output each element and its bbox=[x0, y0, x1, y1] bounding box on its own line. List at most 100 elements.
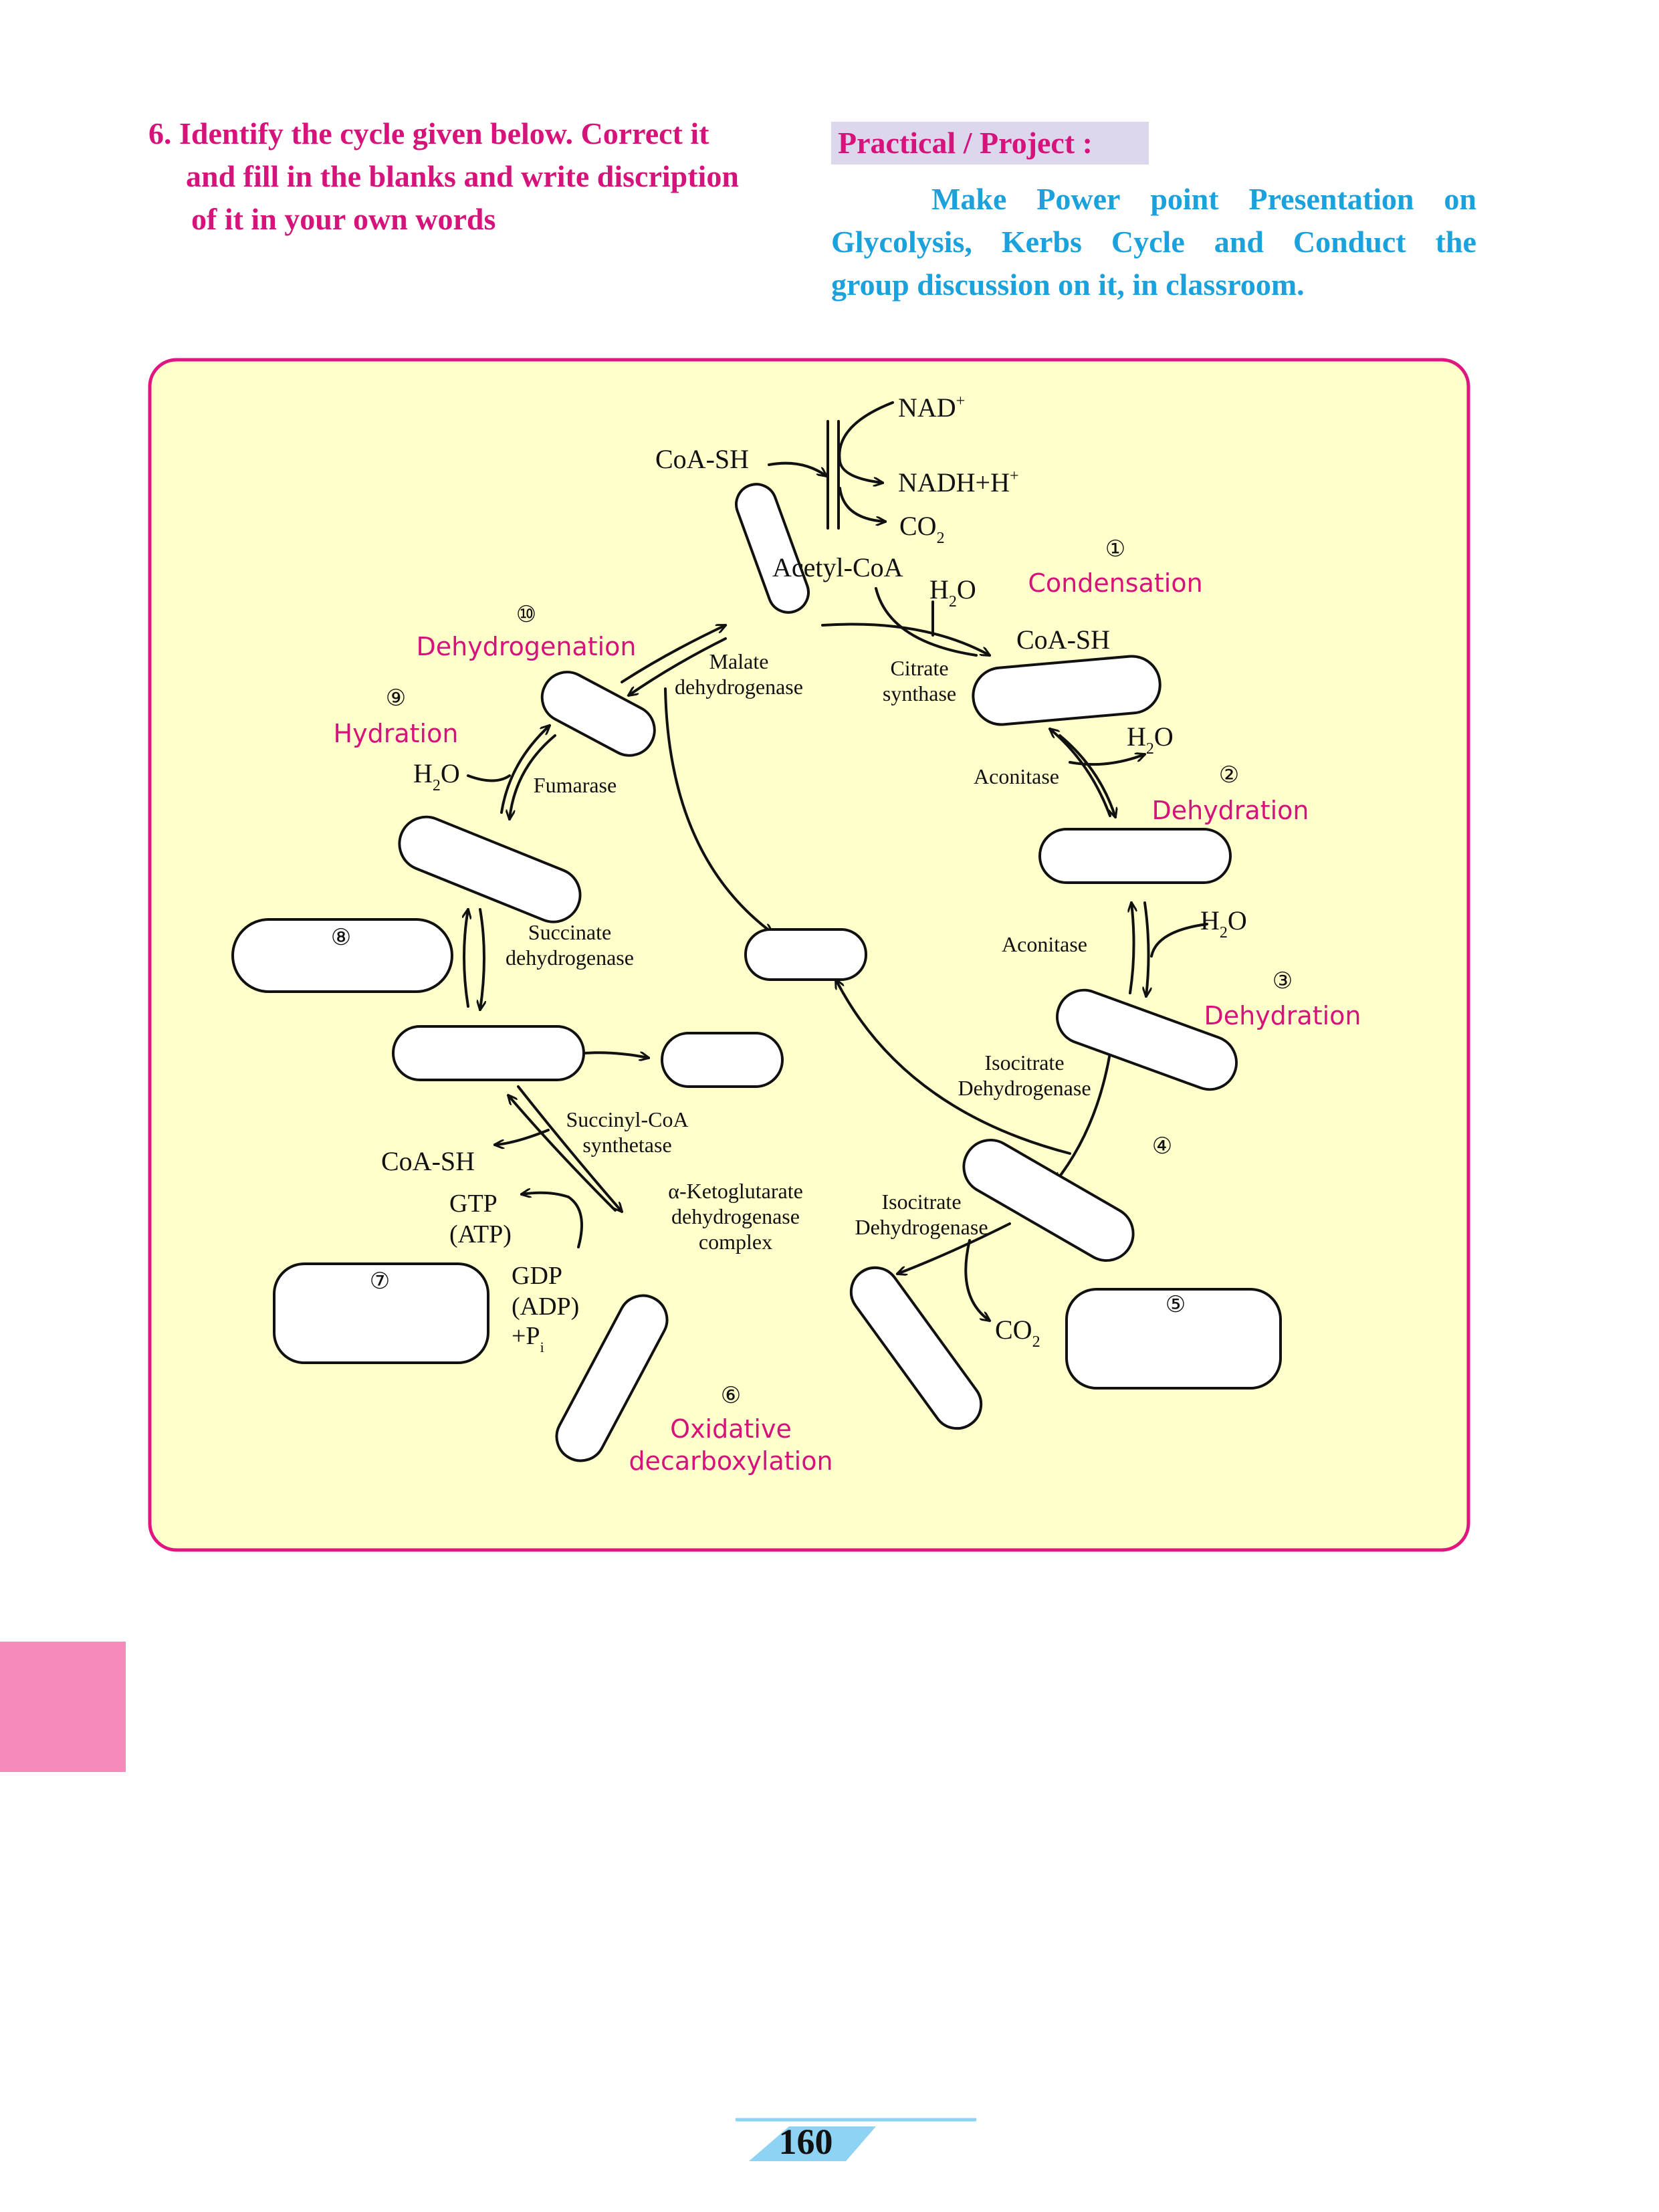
blank-box-step-5 bbox=[1065, 1288, 1282, 1390]
step-3-label: Dehydration bbox=[1204, 1001, 1361, 1030]
coa-sh-label: CoA-SH bbox=[655, 444, 749, 474]
succinyl-coa-synthetase-label-1: Succinyl-CoA bbox=[566, 1107, 688, 1131]
acetyl-to-citrate-arrow bbox=[821, 623, 990, 655]
akg-dh-label-2: dehydrogenase bbox=[671, 1204, 800, 1228]
project-word: Cycle bbox=[1111, 225, 1185, 259]
atp-label: (ATP) bbox=[449, 1220, 512, 1248]
water-in-arrow bbox=[875, 587, 978, 657]
succinyl-forward-arrow bbox=[517, 1085, 622, 1212]
succinate-dh-reverse-arrow bbox=[464, 909, 468, 1008]
isocitrate-dh-label-1: Isocitrate bbox=[984, 1050, 1064, 1075]
step-7-number: ⑦ bbox=[370, 1268, 390, 1295]
blank-box-akg bbox=[849, 1266, 983, 1430]
blank-box-isocitrate bbox=[1056, 988, 1238, 1091]
succinyl-coa-synthetase-label-2: synthetase bbox=[582, 1133, 671, 1157]
project-line-3: group discussion on it, in classroom. bbox=[831, 267, 1305, 302]
step-1-label: Condensation bbox=[1028, 568, 1202, 598]
page-number: 160 bbox=[778, 2122, 833, 2162]
malate-to-center-arrow bbox=[664, 687, 772, 933]
succinate-dh-forward-arrow bbox=[480, 908, 484, 1010]
question-6: 6. Identify the cycle given below. Corre… bbox=[148, 112, 817, 241]
coa-sh-release-label: CoA-SH bbox=[381, 1146, 475, 1176]
step-8-number: ⑧ bbox=[331, 924, 351, 951]
step-3-number: ③ bbox=[1273, 968, 1293, 994]
nad-arrow bbox=[838, 401, 894, 483]
nad-label: NAD+ bbox=[898, 393, 965, 423]
fumarase-label: Fumarase bbox=[534, 773, 617, 797]
isocitrate-dehydrogenase-arrow bbox=[1055, 1052, 1111, 1182]
step-6-label-1: Oxidative bbox=[670, 1414, 792, 1444]
succinate-dh-label-2: dehydrogenase bbox=[506, 946, 634, 970]
project-word: Conduct bbox=[1293, 225, 1406, 259]
blank-box-succinate bbox=[392, 1025, 585, 1081]
malate-dh-reverse-arrow bbox=[629, 637, 727, 695]
gtp-label: GTP bbox=[449, 1190, 497, 1218]
step-5-number: ⑤ bbox=[1166, 1291, 1186, 1318]
co2-label: CO2 bbox=[899, 511, 945, 547]
adp-label: (ADP) bbox=[512, 1293, 579, 1321]
blank-box-succinyl-coa bbox=[555, 1294, 669, 1462]
project-line-1: Make Power point Presentation on bbox=[831, 178, 1476, 221]
water-label: H2O bbox=[1200, 905, 1247, 942]
aconitase2-reverse-arrow bbox=[1130, 903, 1134, 994]
aconitase-reverse-arrow bbox=[1050, 729, 1111, 817]
water-label: H2O bbox=[929, 574, 976, 611]
step-6-number: ⑥ bbox=[721, 1382, 741, 1409]
project-heading: Practical / Project : bbox=[831, 122, 1149, 164]
page-number-ribbon bbox=[642, 2126, 876, 2161]
aconitase2-forward-arrow bbox=[1145, 901, 1149, 996]
aconitase-forward-arrow bbox=[1059, 734, 1115, 817]
isocitrate-dh-label-3: Isocitrate bbox=[881, 1190, 961, 1214]
co2-out-arrow bbox=[964, 1239, 990, 1321]
question-line-2: and fill in the blanks and write discrip… bbox=[186, 159, 739, 193]
citrate-synthase-label-1: Citrate bbox=[890, 656, 948, 680]
blank-box-step-7 bbox=[273, 1262, 489, 1364]
water-in-arrow-2 bbox=[1150, 923, 1208, 958]
question-line-3: of it in your own words bbox=[191, 202, 496, 236]
project-word: on bbox=[1444, 182, 1476, 216]
akg-dh-label-3: complex bbox=[699, 1230, 772, 1254]
project-word: Kerbs bbox=[1001, 225, 1082, 259]
project-word: and bbox=[1214, 225, 1264, 259]
fumarase-reverse-arrow bbox=[510, 734, 556, 819]
nadh-label: NADH+H+ bbox=[898, 467, 1019, 497]
malate-dh-label-1: Malate bbox=[709, 649, 769, 673]
co2-release-label: CO2 bbox=[995, 1315, 1040, 1351]
step-6-label-2: decarboxylation bbox=[629, 1446, 833, 1476]
blank-box-citrate bbox=[972, 655, 1162, 726]
step-9-label: Hydration bbox=[334, 719, 459, 748]
project-word: point bbox=[1150, 182, 1219, 216]
water-label: H2O bbox=[413, 758, 460, 794]
blank-box-cis-aconitate bbox=[1038, 828, 1232, 884]
question-line-1: 6. Identify the cycle given below. Corre… bbox=[148, 116, 709, 150]
succinate-dh-label-1: Succinate bbox=[528, 920, 611, 944]
succinyl-reverse-arrow bbox=[508, 1095, 617, 1212]
step-9-number: ⑨ bbox=[386, 685, 406, 711]
aconitase-label: Aconitase bbox=[974, 764, 1059, 788]
blank-box-oxalosuccinate bbox=[962, 1139, 1135, 1262]
coa-sh-arrow bbox=[768, 461, 826, 476]
step-1-number: ① bbox=[1105, 536, 1125, 562]
aconitase-label-2: Aconitase bbox=[1002, 932, 1087, 956]
step-10-number: ⑩ bbox=[516, 601, 536, 628]
step-2-number: ② bbox=[1219, 762, 1239, 788]
blank-box-malate bbox=[540, 671, 656, 757]
co2-arrow bbox=[839, 487, 885, 522]
project-word: the bbox=[1435, 225, 1476, 259]
project-word: Make bbox=[931, 182, 1007, 216]
project-word: Glycolysis, bbox=[831, 225, 972, 259]
citrate-synthase-label-2: synthase bbox=[883, 681, 956, 705]
akg-dh-label-1: α-Ketoglutarate bbox=[668, 1179, 803, 1203]
side-tab bbox=[0, 1642, 126, 1772]
isocitrate-to-center-arrow bbox=[836, 980, 1071, 1155]
acetyl-coa-label: Acetyl-CoA bbox=[772, 552, 903, 582]
blank-box-step-8 bbox=[231, 918, 453, 993]
fumarase-forward-arrow bbox=[500, 726, 550, 814]
project-description: Make Power point Presentation on Glycoly… bbox=[831, 178, 1476, 306]
coa-sh-out-arrow bbox=[495, 1129, 550, 1145]
water-label: H2O bbox=[1127, 722, 1174, 758]
project-line-2: Glycolysis, Kerbs Cycle and Conduct the bbox=[831, 221, 1476, 263]
malate-dh-forward-arrow bbox=[621, 624, 726, 683]
pi-label: +Pi bbox=[512, 1322, 544, 1355]
